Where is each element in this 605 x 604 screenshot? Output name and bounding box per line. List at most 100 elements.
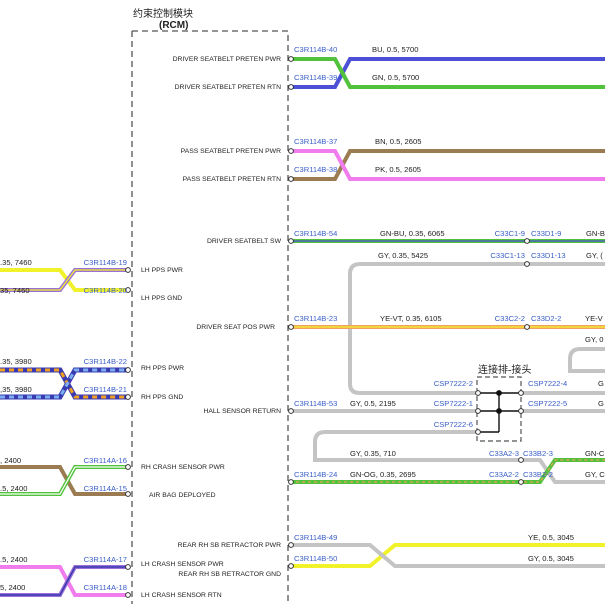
wire-label: PK, 0.5, 2605 [375, 165, 421, 174]
connector-label: C3R114B-50 [294, 554, 337, 563]
connector-label: CSP7222-6 [434, 420, 473, 429]
connector-label: C3R114A-15 [84, 484, 127, 493]
wire-label: .35, 3980 [0, 357, 32, 366]
splice-label: 连接排-接头 [478, 363, 531, 376]
connector-label: C3R114B-40 [294, 45, 337, 54]
wire-lh-crash-b-stripe [0, 566, 128, 596]
connector-label: C33C1-13 [490, 251, 525, 260]
wire-label: BN, 0.5, 2605 [375, 137, 421, 146]
pin-label: HALL SENSOR RETURN [203, 408, 281, 415]
wire-label: GN, 0.5, 5700 [372, 73, 419, 82]
wire-gy-710 [313, 430, 605, 484]
wire-label: YE-VT, 0.35, 6105 [380, 314, 442, 323]
terminal [518, 457, 524, 463]
wire-label: GN-OG, 0.35, 2695 [350, 470, 416, 479]
terminal [288, 479, 294, 485]
connector-label: C3R114A-18 [84, 583, 127, 592]
connector-label: C3R114B-19 [84, 258, 127, 267]
terminal [125, 287, 131, 293]
pin-label: AIR BAG DEPLOYED [149, 492, 216, 499]
connector-label: C3R114B-39 [294, 73, 337, 82]
terminal [288, 238, 294, 244]
connector-label: CSP7222-5 [528, 399, 567, 408]
terminal [288, 408, 294, 414]
terminal [288, 542, 294, 548]
pin-label: LH PPS PWR [141, 267, 183, 274]
connector-label: C33C1-9 [495, 229, 525, 238]
connector-label: C3R114B-23 [294, 314, 337, 323]
terminal [288, 563, 294, 569]
wire-label: YE-V [585, 314, 604, 323]
wire-label: YE, 0.5, 3045 [528, 533, 574, 542]
wire-label: GY, ( [586, 251, 603, 260]
connector-label: C33D2-2 [531, 314, 561, 323]
wire-label: GY, 0.35, 5425 [378, 251, 428, 260]
terminal [125, 592, 131, 598]
connector-label: CSP7222-1 [434, 399, 473, 408]
terminal [518, 479, 524, 485]
pin-label: DRIVER SEAT POS PWR [196, 324, 275, 331]
wire-label: GY, 0.5, 2195 [350, 399, 396, 408]
wire-label: GY, 0 [585, 335, 603, 344]
wire-gn-og-stripe [290, 459, 605, 483]
wire-label: .5, 2400 [0, 484, 27, 493]
connector-label: C33B2-2 [523, 470, 553, 479]
connector-label: C33A2-3 [489, 449, 519, 458]
splice-internal [478, 390, 521, 433]
connector-label: C33D1-9 [531, 229, 561, 238]
wire-label: , 2400 [0, 456, 21, 465]
pin-label: RH PPS PWR [141, 365, 184, 372]
wire-label: 5, 2400 [0, 583, 25, 592]
connector-label: C3R114B-37 [294, 137, 337, 146]
pin-label: LH CRASH SENSOR RTN [141, 592, 222, 599]
wire-label: ,35, 3980 [0, 385, 32, 394]
terminal [125, 367, 131, 373]
pin-label: REAR RH SB RETRACTOR GND [178, 571, 281, 578]
pin-label: DRIVER SEATBELT PRETEN RTN [175, 84, 281, 91]
terminals [125, 56, 530, 598]
terminal [125, 394, 131, 400]
terminal [125, 491, 131, 497]
connector-label: C3R114A-17 [84, 555, 127, 564]
wire-label: GY, C [585, 470, 605, 479]
wire-label: GN-C [585, 449, 605, 458]
connector-label: C3R114B-38 [294, 165, 337, 174]
terminal [125, 267, 131, 273]
terminal [524, 238, 530, 244]
wire-label: GY, 0.5, 3045 [528, 554, 574, 563]
module-title-abbr: (RCM) [159, 20, 188, 31]
pin-label: LH CRASH SENSOR PWR [141, 561, 224, 568]
wire-gn-5700 [290, 57, 605, 89]
wire-label: 35, 7460 [0, 286, 30, 295]
pin-label: RH PPS GND [141, 394, 183, 401]
wire-label: .5, 2400 [0, 555, 27, 564]
terminal [288, 148, 294, 154]
wire-label: BU, 0.5, 5700 [372, 45, 418, 54]
terminal [524, 324, 530, 330]
wire-label: G [598, 399, 604, 408]
terminal [288, 84, 294, 90]
connector-label: C3R114B-21 [84, 385, 127, 394]
pin-label: LH PPS GND [141, 295, 182, 302]
terminal [475, 429, 481, 435]
terminal [524, 261, 530, 267]
wire-rh-crash-b-stripe [0, 466, 128, 495]
terminal [288, 176, 294, 182]
connector-label: C33C2-2 [495, 314, 525, 323]
terminal [518, 390, 524, 396]
connector-label: C3R114B-53 [294, 399, 337, 408]
pin-label: PASS SEATBELT PRETEN RTN [183, 176, 281, 183]
pin-label: DRIVER SEATBELT SW [207, 238, 282, 245]
terminal [475, 408, 481, 414]
wire-label: GN-B [586, 229, 605, 238]
connector-label: C3R114B-22 [84, 357, 127, 366]
rcm-module-boundary [132, 30, 289, 604]
terminal [125, 564, 131, 570]
connector-label: C33B2-3 [523, 449, 553, 458]
pin-label: RH CRASH SENSOR PWR [141, 464, 225, 471]
terminal [475, 390, 481, 396]
wire-gy-stub [568, 347, 605, 373]
connector-label: C33D1-13 [531, 251, 566, 260]
pin-label: REAR RH SB RETRACTOR PWR [178, 542, 281, 549]
